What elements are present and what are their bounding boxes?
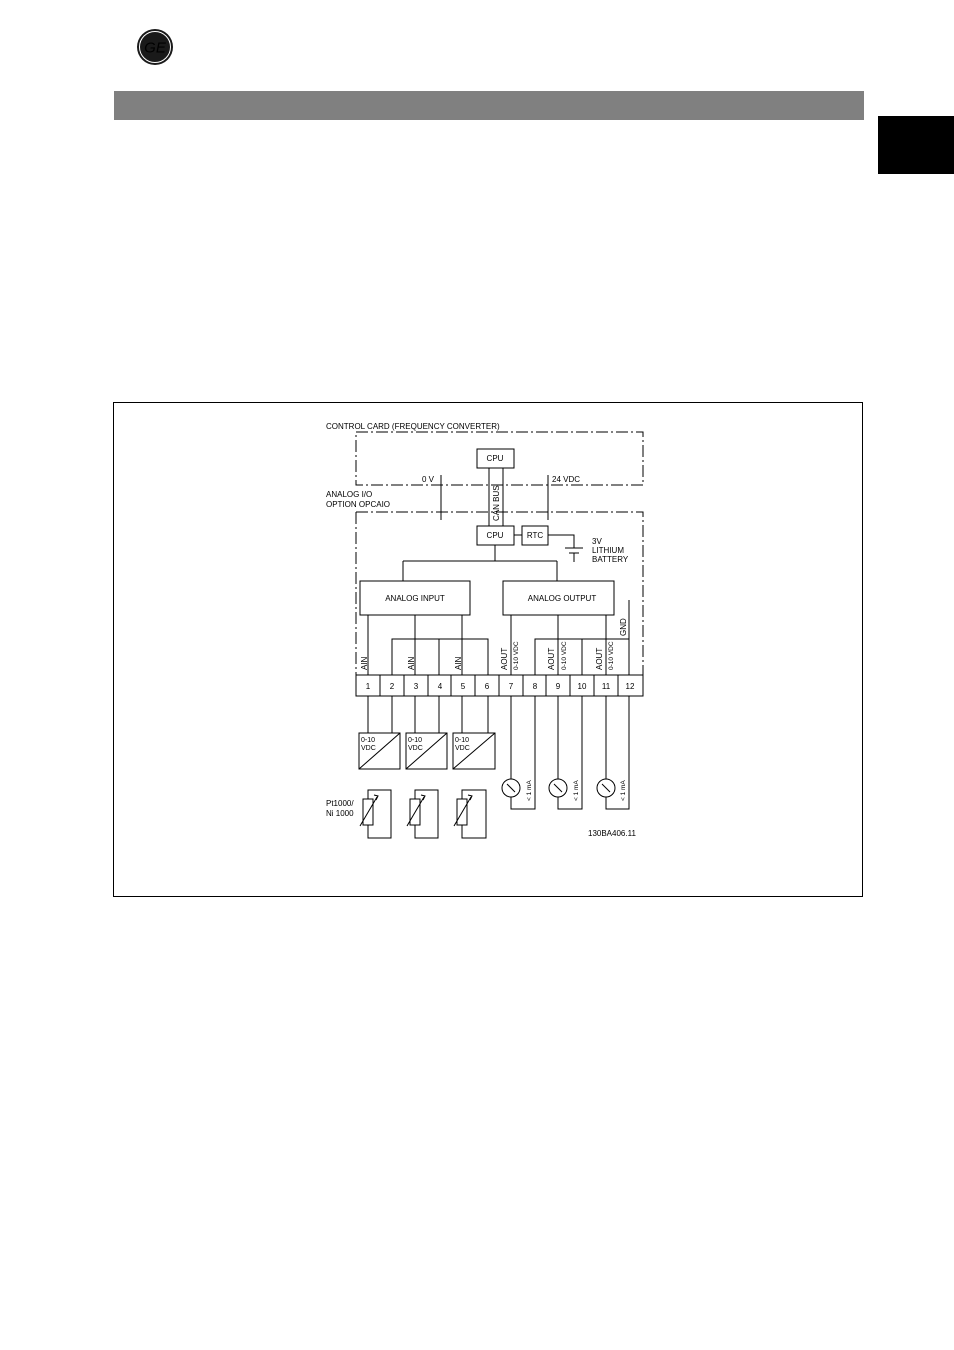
- meter-label: < 1 mA: [526, 780, 533, 801]
- terminal-label-aout-7: AOUT: [500, 648, 509, 670]
- sensor-label-bottom: VDC: [361, 745, 376, 752]
- terminal-label-aout-9: AOUT: [547, 648, 556, 670]
- analog-input-label: ANALOG INPUT: [385, 594, 445, 603]
- terminal-label-ain-3: AIN: [407, 656, 416, 670]
- can-bus-label: CAN BUS: [492, 485, 501, 521]
- cpu-bottom-label: CPU: [487, 531, 504, 540]
- chapter-tab: [878, 116, 954, 174]
- terminal-number: 7: [509, 682, 514, 691]
- control-card-label: CONTROL CARD (FREQUENCY CONVERTER): [326, 422, 500, 431]
- rtc-label: RTC: [527, 531, 544, 540]
- terminal-number: 6: [485, 682, 490, 691]
- meter-label: < 1 mA: [573, 780, 580, 801]
- terminal-number: 10: [578, 682, 587, 691]
- terminal-number: 8: [533, 682, 538, 691]
- terminal-number: 4: [438, 682, 443, 691]
- terminal-label-vdc-11: 0-10 VDC: [608, 641, 615, 670]
- option-label-2: OPTION OPCAIO: [326, 500, 390, 509]
- terminal-number: 2: [390, 682, 395, 691]
- option-label-1: ANALOG I/O: [326, 490, 372, 499]
- battery-label-1: 3V: [592, 537, 602, 546]
- figure-frame: [113, 402, 863, 897]
- pt-label-2: Ni 1000: [326, 809, 354, 818]
- terminal-label-ain-1: AIN: [360, 656, 369, 670]
- ge-logo-text: GE: [144, 40, 167, 57]
- terminal-number: 1: [366, 682, 371, 691]
- terminal-number: 3: [414, 682, 419, 691]
- terminal-number: 9: [556, 682, 561, 691]
- sensor-label-top: 0-10: [455, 737, 469, 744]
- meter-label: < 1 mA: [620, 780, 627, 801]
- ge-logo: GE: [137, 29, 173, 65]
- cpu-top-label: CPU: [487, 454, 504, 463]
- drawing-number: 130BA406.11: [588, 829, 636, 838]
- battery-label-2: LITHIUM: [592, 546, 624, 555]
- sensor-label-bottom: VDC: [408, 745, 423, 752]
- terminal-number: 5: [461, 682, 466, 691]
- pt-label-1: Pt1000/: [326, 799, 354, 808]
- terminal-label-vdc-9: 0-10 VDC: [561, 641, 568, 670]
- header-bar: [114, 91, 864, 120]
- terminal-label-gnd: GND: [619, 618, 628, 636]
- terminal-number: 12: [626, 682, 635, 691]
- terminal-number: 11: [602, 682, 611, 691]
- sensor-label-bottom: VDC: [455, 745, 470, 752]
- analog-output-label: ANALOG OUTPUT: [528, 594, 597, 603]
- zero-v-label: 0 V: [422, 475, 435, 484]
- battery-label-3: BATTERY: [592, 555, 629, 564]
- sensor-label-top: 0-10: [361, 737, 375, 744]
- terminal-label-aout-11: AOUT: [595, 648, 604, 670]
- sensor-label-top: 0-10: [408, 737, 422, 744]
- terminal-label-vdc-7: 0-10 VDC: [513, 641, 520, 670]
- terminal-label-ain-5: AIN: [454, 656, 463, 670]
- vdc24-label: 24 VDC: [552, 475, 580, 484]
